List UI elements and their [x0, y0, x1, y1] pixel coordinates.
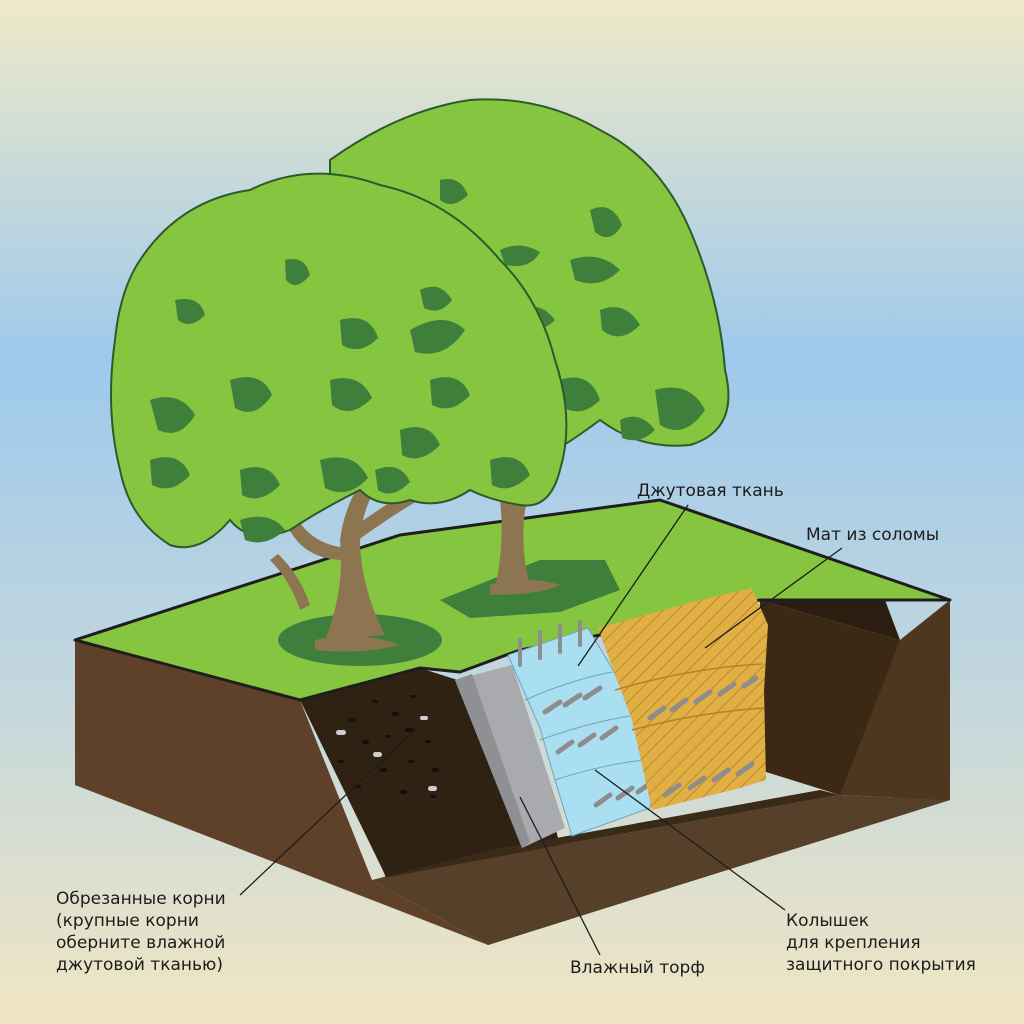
soil-block	[75, 600, 950, 945]
label-wet-peat: Влажный торф	[570, 957, 705, 979]
stake-tops	[518, 620, 582, 667]
label-stake-line: для крепления	[786, 933, 921, 953]
label-roots-line: Обрезанные корни	[56, 889, 226, 909]
label-roots-line: джутовой тканью)	[56, 955, 223, 975]
label-jute-text: Джутовая ткань	[637, 481, 784, 501]
jute-fabric	[507, 620, 655, 837]
label-stake: Колышек для крепления защитного покрытия	[786, 910, 976, 976]
label-peat-text: Влажный торф	[570, 958, 705, 978]
tree-left	[110, 172, 568, 652]
label-stake-line: Колышек	[786, 911, 870, 931]
label-roots-line: (крупные корни	[56, 911, 199, 931]
cut-roots	[336, 695, 439, 798]
stakes	[542, 685, 655, 808]
label-jute-fabric: Джутовая ткань	[637, 480, 784, 502]
label-stake-line: защитного покрытия	[786, 955, 976, 975]
straw-mat	[598, 588, 768, 810]
label-straw-mat: Мат из соломы	[806, 524, 939, 546]
label-straw-text: Мат из соломы	[806, 525, 940, 545]
label-roots-line: оберните влажной	[56, 933, 226, 953]
leader-lines	[239, 504, 843, 956]
wet-peat-layer	[455, 665, 565, 848]
label-cut-roots: Обрезанные корни (крупные корни оберните…	[56, 888, 226, 976]
